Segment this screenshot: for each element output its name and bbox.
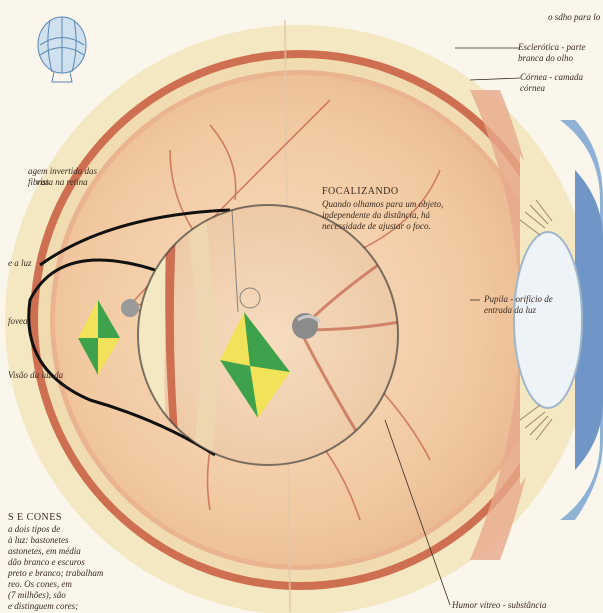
optic-nerve-small [121,299,139,317]
label-top-right: o sdho para lo [548,12,602,23]
rods-cones-5: preto e branco; trabalham [8,568,118,579]
rods-cones-1: a dois tipos de [8,524,118,535]
label-vitreous: Humor vítreo - substância [452,600,602,611]
lens [514,232,582,408]
label-left-3: e a luz [8,258,48,269]
label-pupil: Pupila - orifício de entrada da luz [484,294,568,316]
rods-cones-7: (7 milhões), são [8,590,118,601]
rods-cones-4: dão branco e escuros [8,557,118,568]
label-sclera: Esclerótica - parte branca do olho [518,42,598,64]
rods-cones-2: à luz: bastonetes [8,535,118,546]
focus-text-2: independente da distância, há [322,210,462,221]
label-cornea: Córnea - camada córnea [520,72,598,94]
focus-title: FOCALIZANDO [322,186,399,197]
focus-text-3: necessidade de ajustar o foco. [322,221,462,232]
label-left-2: vista na retina [36,177,116,188]
label-left-5: Visão da luz da [8,370,68,381]
rods-cones-8: e distinguem cores; [8,601,118,612]
rods-cones-3: astonetes, em média [8,546,118,557]
rods-cones-6: reo. Os cones, em [8,579,118,590]
focus-text-1: Quando olhamos para um objeto, [322,199,462,210]
label-left-4: fovea [8,316,48,327]
rods-cones-title: S E CONES [8,512,62,523]
